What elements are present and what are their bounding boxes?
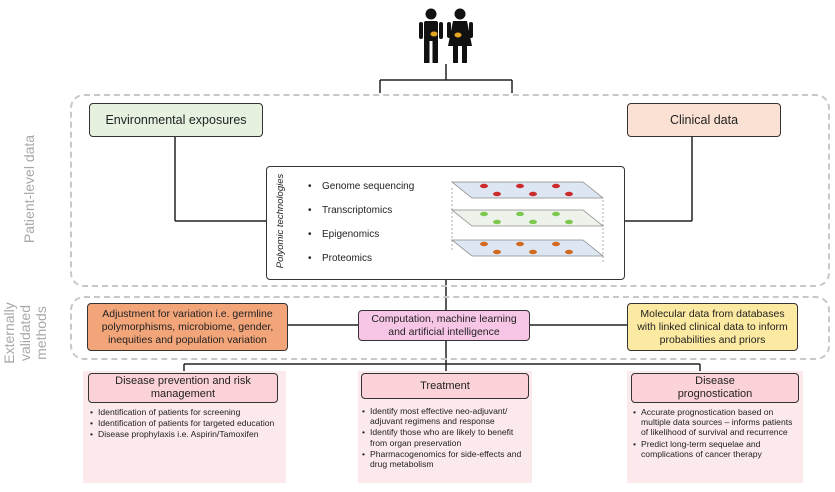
prevention-title: Disease prevention and risk management	[88, 373, 278, 403]
tech-item-proteomics: Proteomics	[308, 253, 372, 265]
computation-box: Computation, machine learning and artifi…	[358, 310, 530, 341]
prevention-bullets: Identification of patients for screening…	[88, 407, 278, 441]
prognostication-title: Disease prognostication	[631, 373, 799, 403]
list-item: Identification of patients for screening	[90, 407, 278, 417]
list-item: Disease prophylaxis i.e. Aspirin/Tamoxif…	[90, 429, 278, 439]
omics-layer-3	[450, 239, 605, 257]
omics-layer-2	[450, 209, 605, 227]
list-item: Accurate prognostication based on multip…	[633, 407, 801, 438]
patient-level-region	[70, 94, 830, 287]
treatment-bullets: Identify most effective neo-adjuvant/ ad…	[360, 406, 530, 470]
externally-validated-region	[70, 296, 830, 360]
list-item: Predict long-term sequelae and complicat…	[633, 439, 801, 459]
list-item: Identification of patients for targeted …	[90, 418, 278, 428]
list-item: Identify most effective neo-adjuvant/ ad…	[362, 406, 530, 426]
prognostication-bullets: Accurate prognostication based on multip…	[631, 407, 801, 460]
environmental-exposures-box: Environmental exposures	[89, 103, 263, 137]
tech-item-epigenomics: Epigenomics	[308, 229, 379, 241]
treatment-title: Treatment	[361, 373, 529, 399]
tech-item-genome: Genome sequencing	[308, 181, 414, 193]
tech-item-transcriptomics: Transcriptomics	[308, 205, 392, 217]
molecular-data-box: Molecular data from databases with linke…	[627, 303, 798, 351]
omics-layer-1	[450, 181, 605, 199]
list-item: Identify those who are likely to benefit…	[362, 427, 530, 447]
adjustment-box: Adjustment for variation i.e. germline p…	[87, 303, 288, 351]
clinical-data-box: Clinical data	[627, 103, 781, 137]
list-item: Pharmacogenomics for side-effects and dr…	[362, 449, 530, 469]
